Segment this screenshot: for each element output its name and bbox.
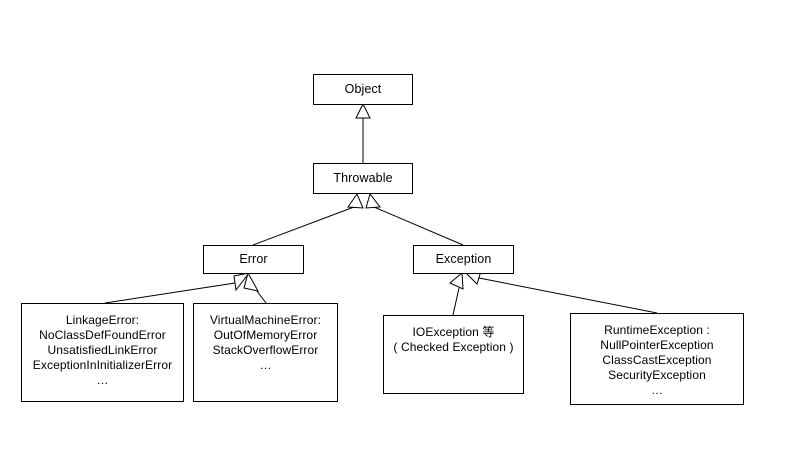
class-node-exception-label: Exception: [435, 252, 492, 266]
edge-io-exception-to-exception: [449, 271, 464, 316]
edge-throwable-to-object: [355, 102, 371, 163]
class-node-error-label: Error: [239, 252, 268, 266]
class-node-object-label: Object: [344, 82, 382, 96]
edge-vm-error-to-error: [243, 271, 267, 304]
class-node-throwable-label: Throwable: [333, 171, 393, 185]
edge-runtime-exception-to-exception: [464, 270, 658, 314]
edge-error-to-throwable: [252, 192, 364, 246]
edge-exception-to-throwable: [365, 192, 464, 246]
class-node-io-exception[interactable]: IOException 等 ( Checked Exception ): [383, 315, 524, 394]
class-node-linkage-error-label: LinkageError: NoClassDefFoundError Unsat…: [32, 313, 173, 387]
class-node-runtime-exception[interactable]: RuntimeException : NullPointerException …: [570, 313, 744, 405]
class-node-linkage-error[interactable]: LinkageError: NoClassDefFoundError Unsat…: [21, 303, 184, 402]
class-node-virtual-machine-error[interactable]: VirtualMachineError: OutOfMemoryError St…: [193, 303, 338, 402]
class-node-runtime-exception-label: RuntimeException : NullPointerException …: [600, 323, 714, 397]
class-node-object[interactable]: Object: [313, 74, 413, 105]
class-node-exception[interactable]: Exception: [413, 245, 514, 274]
class-node-error[interactable]: Error: [203, 245, 304, 274]
class-node-io-exception-label: IOException 等 ( Checked Exception ): [393, 325, 514, 354]
class-node-virtual-machine-error-label: VirtualMachineError: OutOfMemoryError St…: [209, 313, 322, 372]
class-node-throwable[interactable]: Throwable: [313, 163, 413, 194]
edge-linkage-error-to-error: [104, 272, 251, 304]
